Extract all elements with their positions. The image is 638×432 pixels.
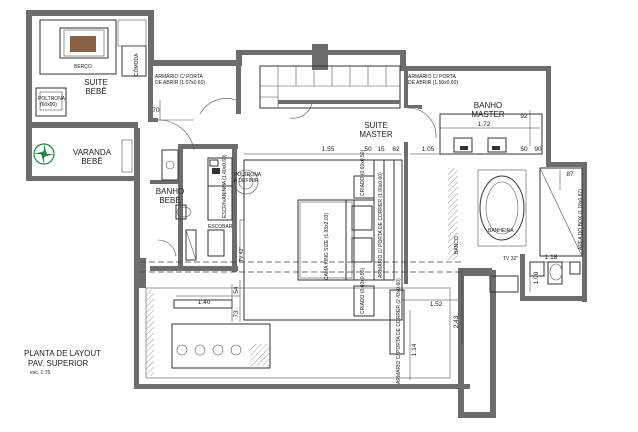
banho-bebe-fixtures xyxy=(161,149,259,261)
area-box-label: ÁREA DO BOX (1.18x0.87) xyxy=(577,189,584,250)
armario-2-dim: DE ABRIR (1.50x0.60) xyxy=(408,80,458,86)
dim-15: 15 xyxy=(377,146,385,153)
dim-54: 54 xyxy=(233,286,240,294)
tv-2-label: TV 32" xyxy=(503,256,518,262)
dim-152: 1.52 xyxy=(430,301,443,308)
suite-master-furniture xyxy=(140,159,462,355)
banho-master-fixtures xyxy=(439,113,583,293)
dim-114: 1.14 xyxy=(411,343,418,356)
dim-62: 62 xyxy=(392,146,400,153)
armario-2-label: ARMÁRIO C/ PORTA xyxy=(408,73,457,80)
poltrona-2-sub-label: A DEFINIR xyxy=(234,178,259,184)
dim-140: 1.40 xyxy=(198,299,211,306)
dim-50b: 50 xyxy=(520,146,528,153)
plan-scale: esc. 1:75 xyxy=(30,370,51,376)
poltrona-dim-label: (60x90) xyxy=(40,102,57,108)
door-swings xyxy=(157,98,437,257)
banho-bebe-label-1: BANHO xyxy=(156,187,184,196)
staircase xyxy=(259,65,401,109)
varanda-bench xyxy=(121,139,133,173)
suite-master-label-1: SUITE xyxy=(364,121,388,130)
fan-icon xyxy=(33,143,55,165)
dim-118: 1.18 xyxy=(545,254,558,261)
poltrona-2-label: POLTRONA xyxy=(234,172,262,178)
plan-title-line-2: PAV. SUPERIOR xyxy=(28,359,89,368)
escrivaninha-label: ESCRIVANINHA (1.40x0.60) xyxy=(222,154,228,218)
dimension-lines xyxy=(159,100,578,380)
berco-label: BERÇO xyxy=(74,64,92,70)
dim-155: 1.55 xyxy=(322,146,335,153)
varanda-bebe-label-2: BEBÊ xyxy=(81,157,102,166)
dim-105: 1.05 xyxy=(422,146,435,153)
armario-1-label: ARMÁRIO C/ PORTA xyxy=(155,73,204,80)
cama-label: CAMA KING SIZE (1.93x2.03) xyxy=(324,213,330,280)
armario-correr-2-label: ARMÁRIO C/ PORTA DE CORRER (2.43x0.60) xyxy=(395,278,402,384)
plan-title-line-1: PLANTA DE LAYOUT xyxy=(24,349,101,358)
suite-bebe-label-2: BEBÊ xyxy=(85,87,106,96)
varanda-bebe-label-1: VARANDA xyxy=(73,148,112,157)
criado-1-label: CRIADO (0.60x0.50) xyxy=(360,150,366,196)
suite-bebe-label-1: SUITE xyxy=(84,78,108,87)
banheira-label: BANHEIRA xyxy=(488,228,514,234)
exterior-walls xyxy=(26,10,587,418)
suite-bebe-furniture xyxy=(35,19,147,117)
banho-master-label-2: MASTER xyxy=(471,110,505,119)
interior-walls xyxy=(148,66,422,284)
dim-92: 92 xyxy=(520,113,528,120)
banco-label: BANCO xyxy=(454,236,460,254)
banho-master-label-1: BANHO xyxy=(474,101,502,110)
armario-correr-1-label: ARMÁRIO C/ PORTA DE CORRER (1.80x0.60) xyxy=(377,172,384,278)
armario-1-dim: DE ABRIR (1.07x0.60) xyxy=(155,80,205,86)
escobar-label: ESCOBAR xyxy=(208,224,233,230)
poltrona-label: POLTRONA xyxy=(38,96,66,102)
dim-90: 90 xyxy=(534,146,542,153)
suite-master-label-2: MASTER xyxy=(359,130,393,139)
dim-87: 87 xyxy=(566,171,574,178)
comoda-label: CÔMODA xyxy=(133,53,140,76)
dim-172: 1.72 xyxy=(478,121,491,128)
tv-label: TV 42" xyxy=(239,247,245,262)
dim-50a: 50 xyxy=(364,146,372,153)
dim-73: 73 xyxy=(233,310,240,318)
dim-100: 1.00 xyxy=(533,271,540,284)
banho-bebe-label-2: BEBÊ xyxy=(159,196,180,205)
dim-243: 2.43 xyxy=(453,315,460,328)
varanda-master xyxy=(145,284,451,379)
dim-70: 70 xyxy=(152,107,160,114)
criado-2-label: CRIADO (0.60x0.50) xyxy=(360,268,366,314)
